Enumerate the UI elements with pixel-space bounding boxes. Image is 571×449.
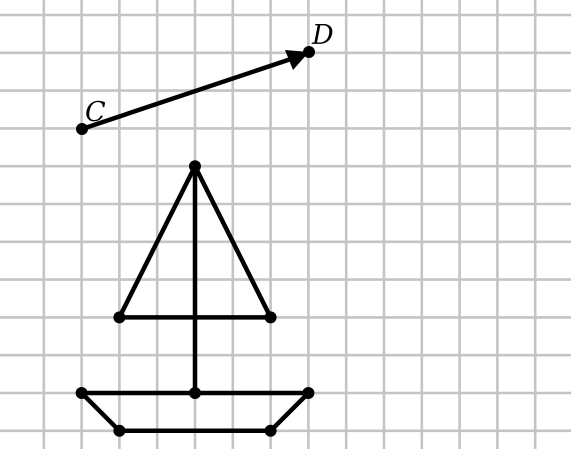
vertex-point xyxy=(189,160,201,173)
point-d xyxy=(303,46,315,58)
hull-left-side xyxy=(79,390,122,434)
hull-right-side xyxy=(268,390,311,434)
vector-arrowhead xyxy=(285,50,309,70)
vertex-point xyxy=(264,311,277,324)
sailboat-figure xyxy=(75,160,315,437)
point-c xyxy=(76,123,88,135)
vertex-point xyxy=(264,424,277,437)
vertex-point xyxy=(302,387,315,399)
sail-right-edge xyxy=(192,163,273,320)
label-d: D xyxy=(311,20,334,51)
vector-shaft xyxy=(79,55,297,132)
vertex-point xyxy=(113,311,126,324)
label-c: C xyxy=(85,97,106,128)
vertex-point xyxy=(189,387,201,399)
vertex-point xyxy=(113,424,126,437)
vertex-point xyxy=(75,387,88,399)
sail-left-edge xyxy=(117,163,198,320)
translation-vector-cd: C D xyxy=(76,20,334,135)
